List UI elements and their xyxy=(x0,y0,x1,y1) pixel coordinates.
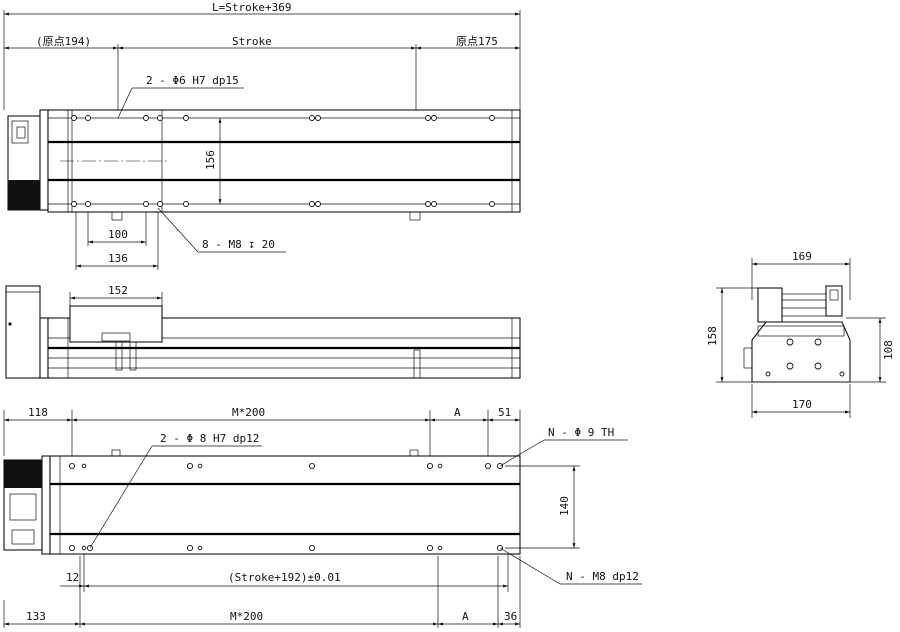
overall-length-label: L=Stroke+369 xyxy=(212,1,291,14)
end-width-169-label: 169 xyxy=(792,250,812,263)
screw-bottom-label: N - M8 dp12 xyxy=(566,570,639,583)
origin-left-label: (原点194) xyxy=(36,35,91,48)
dim-118-label: 118 xyxy=(28,406,48,419)
end-height-158-label: 158 xyxy=(706,326,719,346)
side-view: 152 xyxy=(5,284,521,379)
top-view: L=Stroke+369 (原点194) Stroke 原点175 xyxy=(3,1,521,270)
screw-top-label: 8 - M8 ↧ 20 xyxy=(202,238,275,251)
end-width-170-label: 170 xyxy=(792,398,812,411)
stroke-label: Stroke xyxy=(232,35,272,48)
height-156-label: 156 xyxy=(204,150,217,170)
end-view: 169 158 108 170 xyxy=(706,250,895,418)
origin-right-label: 原点175 xyxy=(456,35,498,48)
dim-152-label: 152 xyxy=(108,284,128,297)
tolerance-label: (Stroke+192)±0.01 xyxy=(228,571,341,584)
top-view-body xyxy=(47,109,521,213)
bottom-view-body xyxy=(49,455,521,555)
bottom-view: 118 M*200 A 51 xyxy=(3,406,642,628)
dim-133-label: 133 xyxy=(26,610,46,623)
dim-36-label: 36 xyxy=(504,610,517,623)
dim-136-label: 136 xyxy=(108,252,128,265)
dim-a-bottom-label: A xyxy=(462,610,469,623)
dim-51-label: 51 xyxy=(498,406,511,419)
end-height-108-label: 108 xyxy=(882,340,895,360)
dim-12-label: 12 xyxy=(66,571,79,584)
through-holes-label: N - Φ 9 TH xyxy=(548,426,614,439)
top-view-holes xyxy=(71,115,495,207)
height-140-label: 140 xyxy=(558,496,571,516)
pin-holes-top-label: 2 - Φ6 H7 dp15 xyxy=(146,74,239,87)
pin-holes-bottom-label: 2 - Φ 8 H7 dp12 xyxy=(160,432,259,445)
bottom-view-holes xyxy=(68,462,504,552)
pitch-top-label: M*200 xyxy=(232,406,265,419)
pitch-bottom-label: M*200 xyxy=(230,610,263,623)
dim-100-label: 100 xyxy=(108,228,128,241)
dim-a-top-label: A xyxy=(454,406,461,419)
end-view-body xyxy=(751,321,851,383)
